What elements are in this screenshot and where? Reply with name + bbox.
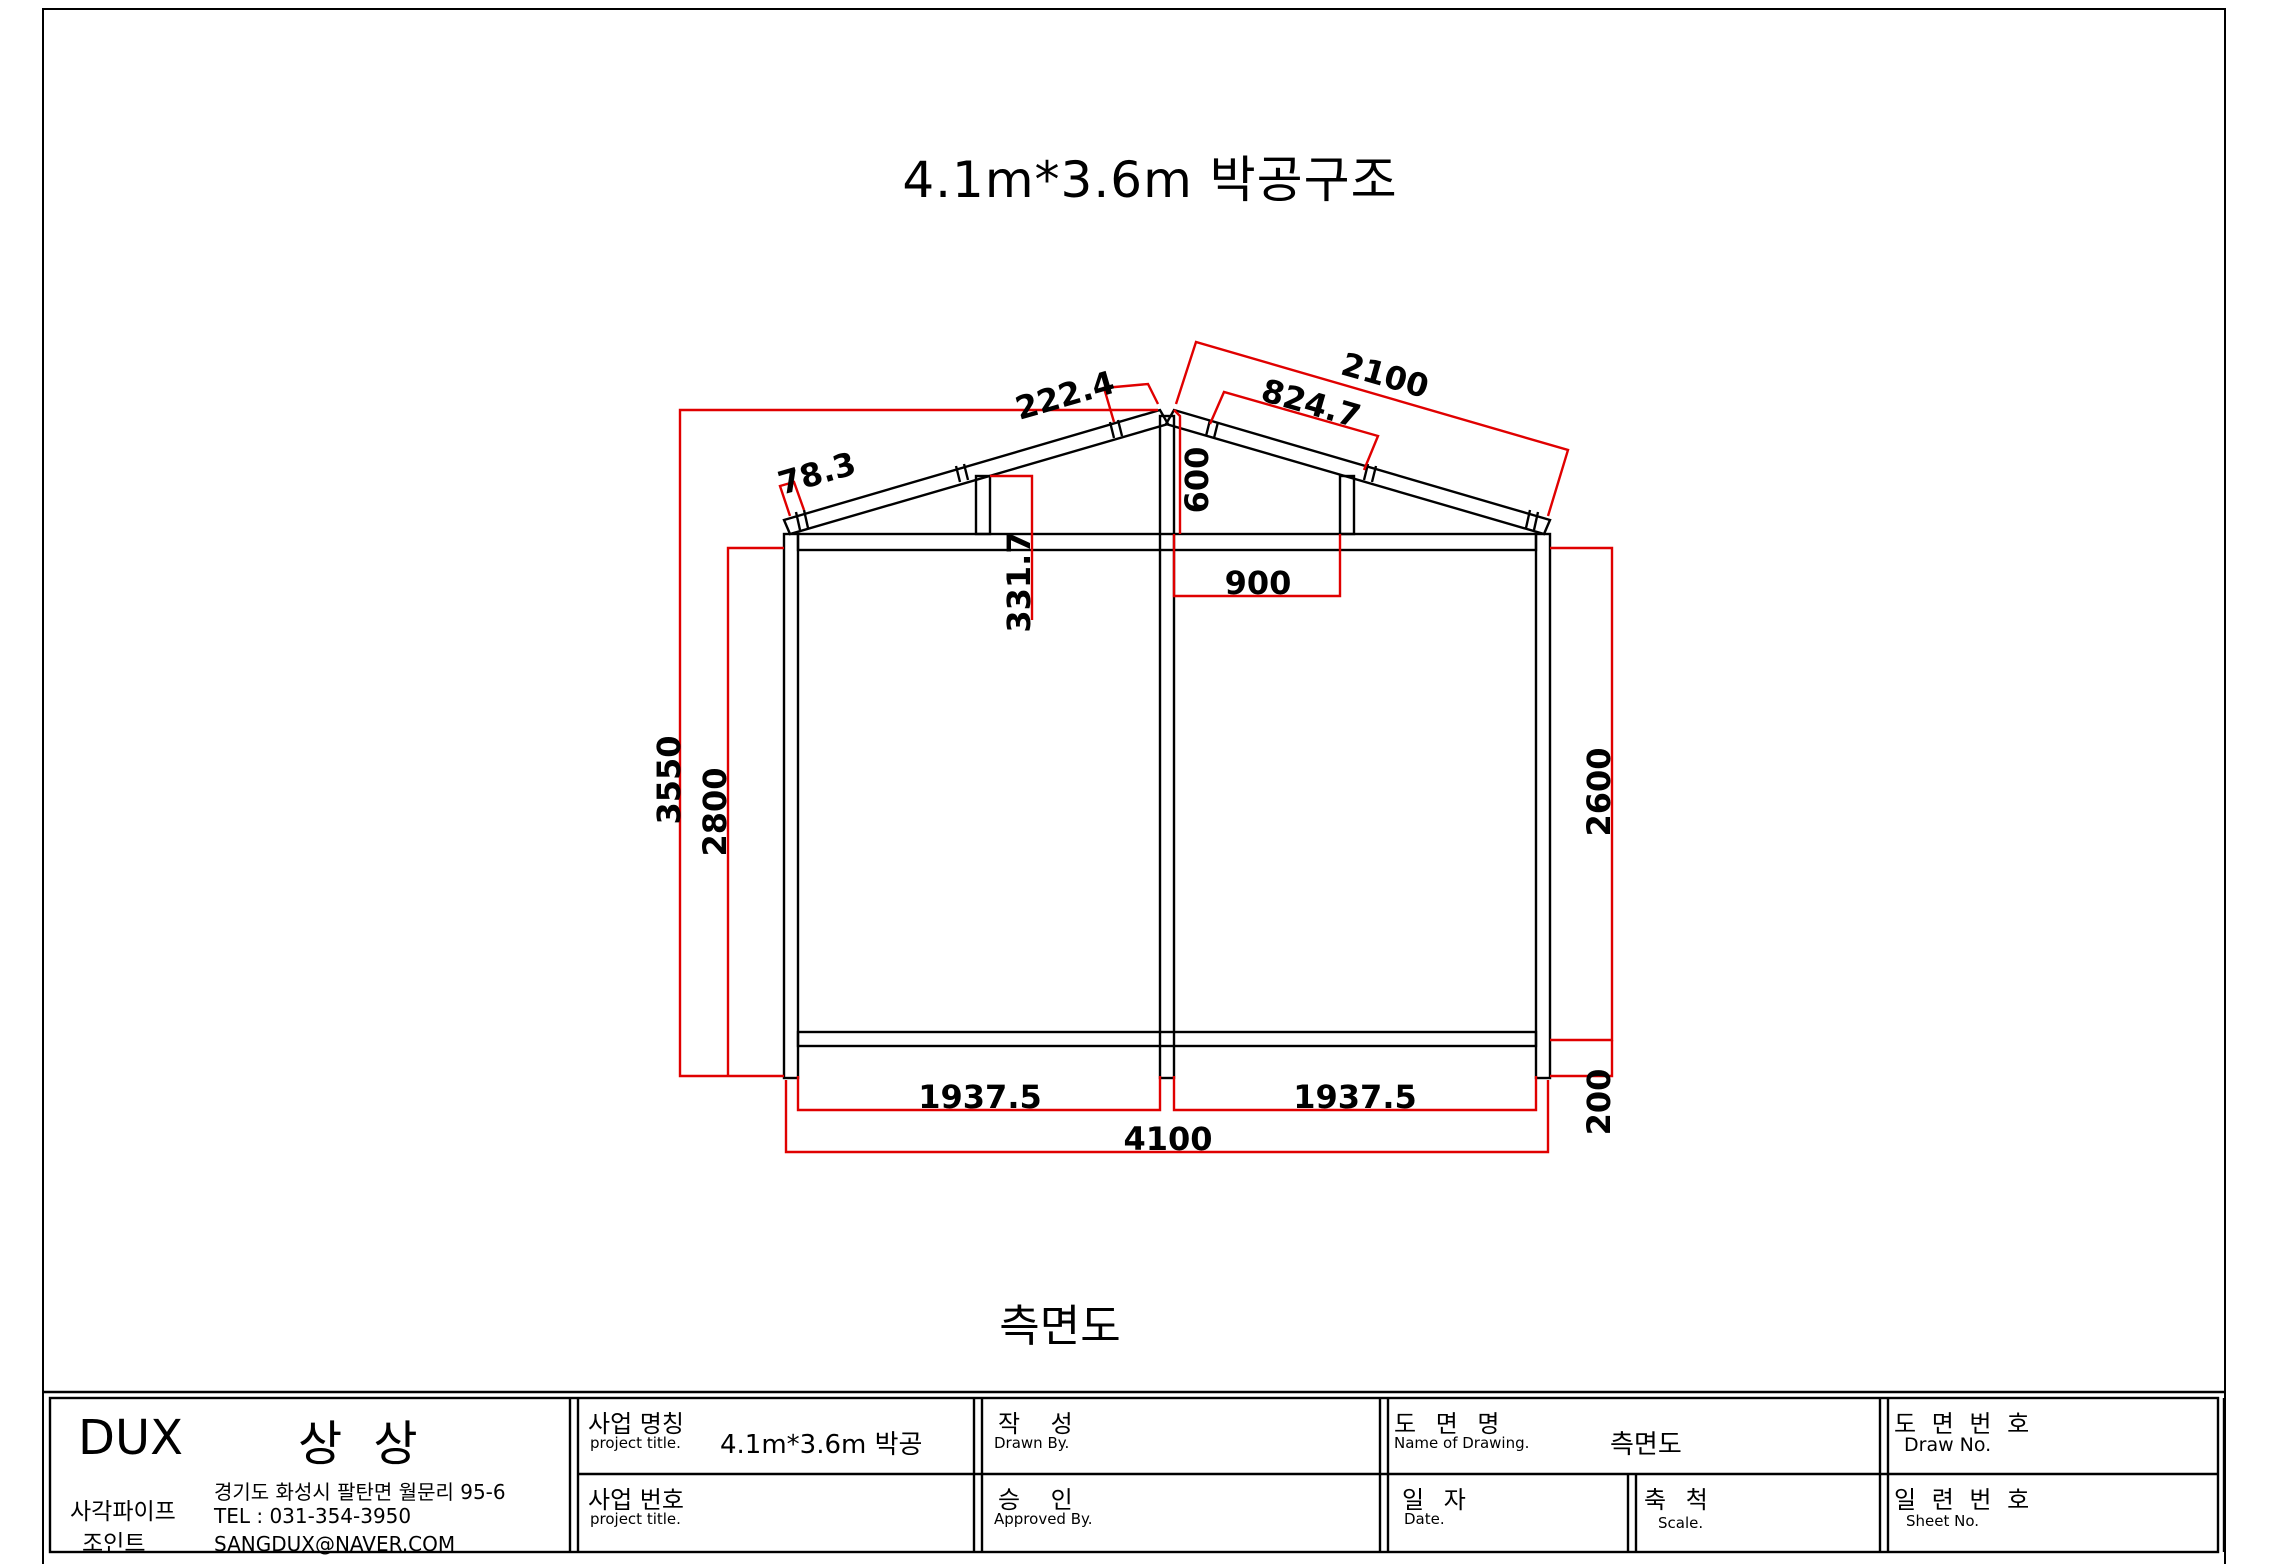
company-name: 상 상 — [298, 1416, 426, 1472]
dim-rafter-segment-left: 222.4 — [1011, 363, 1119, 427]
left-strut — [974, 474, 992, 536]
dim-right-wall: 2600 — [1580, 747, 1618, 836]
drawing-title: 4.1m*3.6m 박공구조 — [902, 151, 1398, 209]
project-no-label: 사업 번호 — [588, 1486, 684, 1514]
drawing-frame — [42, 8, 2226, 1564]
top-beam — [796, 532, 1538, 552]
dimension-lines — [678, 340, 1614, 1154]
company-type-line1: 사각파이프 — [70, 1499, 176, 1525]
dim-right-wall-line — [1550, 546, 1614, 1042]
dim-left-bay: 1937.5 — [918, 1078, 1041, 1116]
right-post — [1534, 532, 1552, 1080]
center-post — [1158, 414, 1176, 1080]
approved-by-label: 승 인 — [998, 1486, 1073, 1514]
dim-rafter-length-line — [1174, 340, 1570, 517]
project-name-sub: project title. — [590, 1434, 681, 1452]
date-label: 일 자 — [1402, 1486, 1472, 1514]
drawn-by-label: 작 성 — [998, 1410, 1073, 1438]
drawing-name-value: 측면도 — [1610, 1430, 1682, 1460]
bottom-beam — [796, 1030, 1538, 1048]
dim-total-height: 3550 — [650, 735, 688, 824]
dim-base-offset-line — [1550, 1040, 1614, 1078]
dim-total-width-line — [784, 1080, 1550, 1154]
dim-right-bay: 1937.5 — [1293, 1078, 1416, 1116]
structure-frame — [782, 408, 1552, 1080]
dim-strut-height-line — [990, 474, 1034, 620]
structure-diagram: 3550 2800 2600 200 4100 1937.5 1937.5 21… — [650, 340, 1618, 1158]
sheet-no-label: 일 련 번 호 — [1894, 1486, 2034, 1514]
dim-total-width: 4100 — [1123, 1120, 1212, 1158]
dim-eave-segment-line — [778, 480, 806, 517]
title-block: DUX 상 상 사각파이프 조인트 경기도 화성시 팔탄면 월문리 95-6 T… — [44, 1384, 2226, 1557]
dim-left-wall: 2800 — [696, 767, 734, 856]
dim-strut-spacing: 900 — [1225, 564, 1292, 602]
draw-no-sub: Draw No. — [1904, 1434, 1992, 1456]
drawing-name-label: 도 면 명 — [1394, 1410, 1506, 1438]
drawing-name-sub: Name of Drawing. — [1394, 1434, 1530, 1452]
company-tel: TEL : 031-354-3950 — [214, 1504, 412, 1528]
project-name-value: 4.1m*3.6m 박공 — [720, 1430, 923, 1460]
sheet-no-sub: Sheet No. — [1906, 1512, 1980, 1530]
dim-rafter-segment-right-line — [1208, 390, 1380, 471]
dim-strut-height: 331.7 — [1000, 531, 1038, 632]
dim-ridge-height-line — [1173, 409, 1182, 534]
dim-eave-segment: 78.3 — [774, 444, 860, 502]
right-strut — [1338, 474, 1356, 536]
dim-base-offset: 200 — [1580, 1069, 1618, 1136]
project-name-label: 사업 명칭 — [588, 1410, 684, 1438]
dim-right-bay-line — [1172, 1076, 1538, 1112]
company-type-line2: 조인트 — [82, 1531, 146, 1557]
drawn-by-sub: Drawn By. — [994, 1434, 1070, 1452]
company-email: SANGDUX@NAVER.COM — [214, 1532, 456, 1556]
date-sub: Date. — [1404, 1510, 1445, 1528]
company-address: 경기도 화성시 팔탄면 월문리 95-6 — [214, 1480, 506, 1504]
project-no-sub: project title. — [590, 1510, 681, 1528]
dim-ridge-height: 600 — [1178, 447, 1216, 514]
dim-left-wall-line — [726, 546, 784, 1076]
scale-sub: Scale. — [1658, 1514, 1704, 1532]
dim-strut-spacing-line — [1172, 534, 1342, 598]
view-label: 측면도 — [999, 1301, 1121, 1352]
approved-by-sub: Approved By. — [994, 1510, 1093, 1528]
dim-rafter-segment-left-line — [1102, 382, 1160, 423]
draw-no-label: 도 면 번 호 — [1894, 1410, 2034, 1438]
scale-label: 축 척 — [1644, 1486, 1714, 1514]
left-post — [782, 532, 800, 1080]
title-block-lines — [42, 1390, 2226, 1554]
right-rafter — [1164, 408, 1552, 536]
dim-total-height-line — [678, 408, 1158, 1078]
dim-left-bay-line — [796, 1076, 1162, 1112]
company-logo-text: DUX — [78, 1410, 183, 1466]
